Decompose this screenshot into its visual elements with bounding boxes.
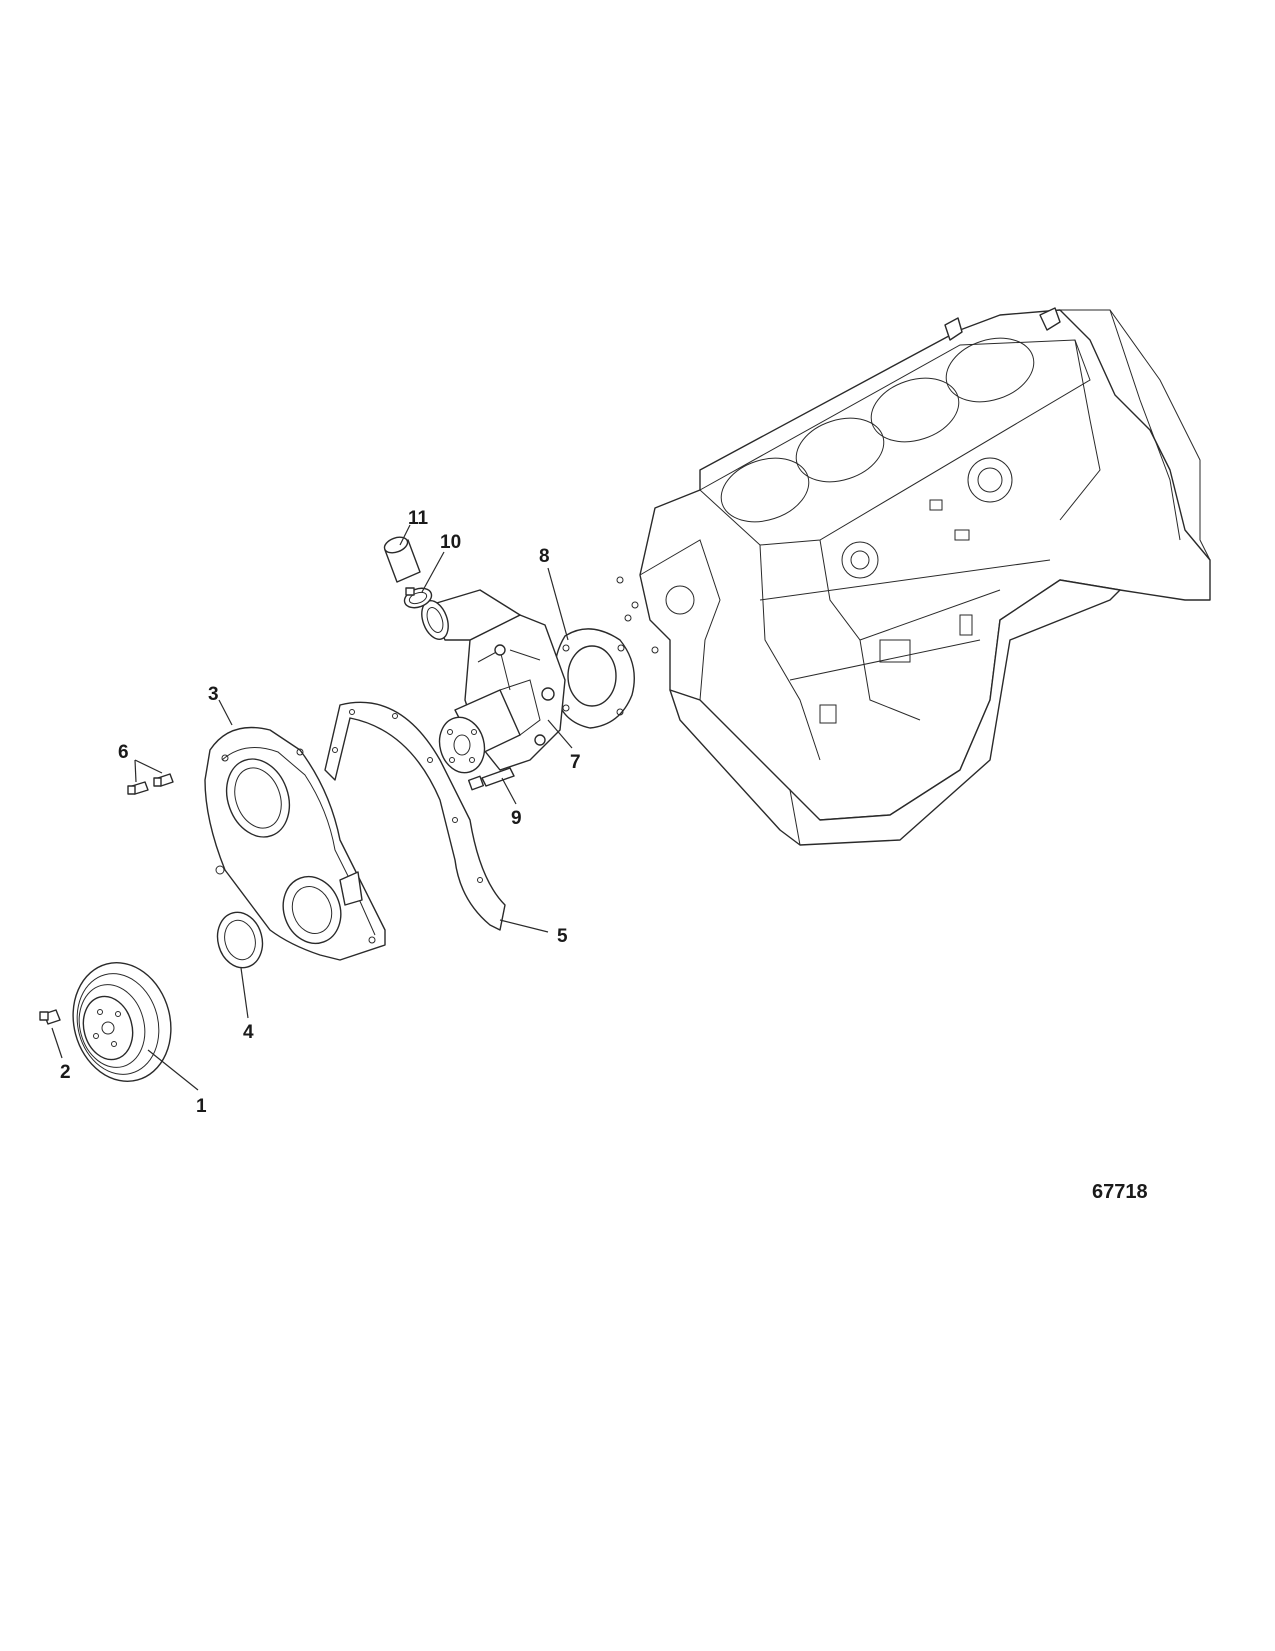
figure-number: 67718 — [1092, 1181, 1148, 1203]
callout-2: 2 — [60, 1062, 71, 1083]
water-pump-bolt — [467, 767, 515, 791]
water-pump-gasket — [553, 628, 635, 729]
callout-11: 11 — [408, 508, 429, 529]
water-pump — [421, 589, 566, 774]
crankshaft-pulley — [72, 962, 172, 1082]
timing-cover-gasket — [324, 701, 506, 931]
callout-8: 8 — [539, 546, 550, 567]
callout-1: 1 — [196, 1096, 207, 1117]
engine-block — [616, 307, 1211, 846]
callout-3: 3 — [208, 684, 219, 705]
callout-9: 9 — [511, 808, 522, 829]
leader-lines — [51, 524, 573, 1091]
callout-4: 4 — [243, 1022, 254, 1043]
callout-7: 7 — [570, 752, 581, 773]
front-crankshaft-seal — [216, 911, 264, 969]
timing-cover — [204, 726, 386, 961]
callout-6: 6 — [118, 742, 129, 763]
timing-cover-bolts — [127, 773, 174, 795]
pulley-bolt — [39, 1009, 61, 1025]
callout-5: 5 — [557, 926, 568, 947]
hose-clamp — [403, 587, 433, 609]
callout-10: 10 — [440, 532, 461, 553]
